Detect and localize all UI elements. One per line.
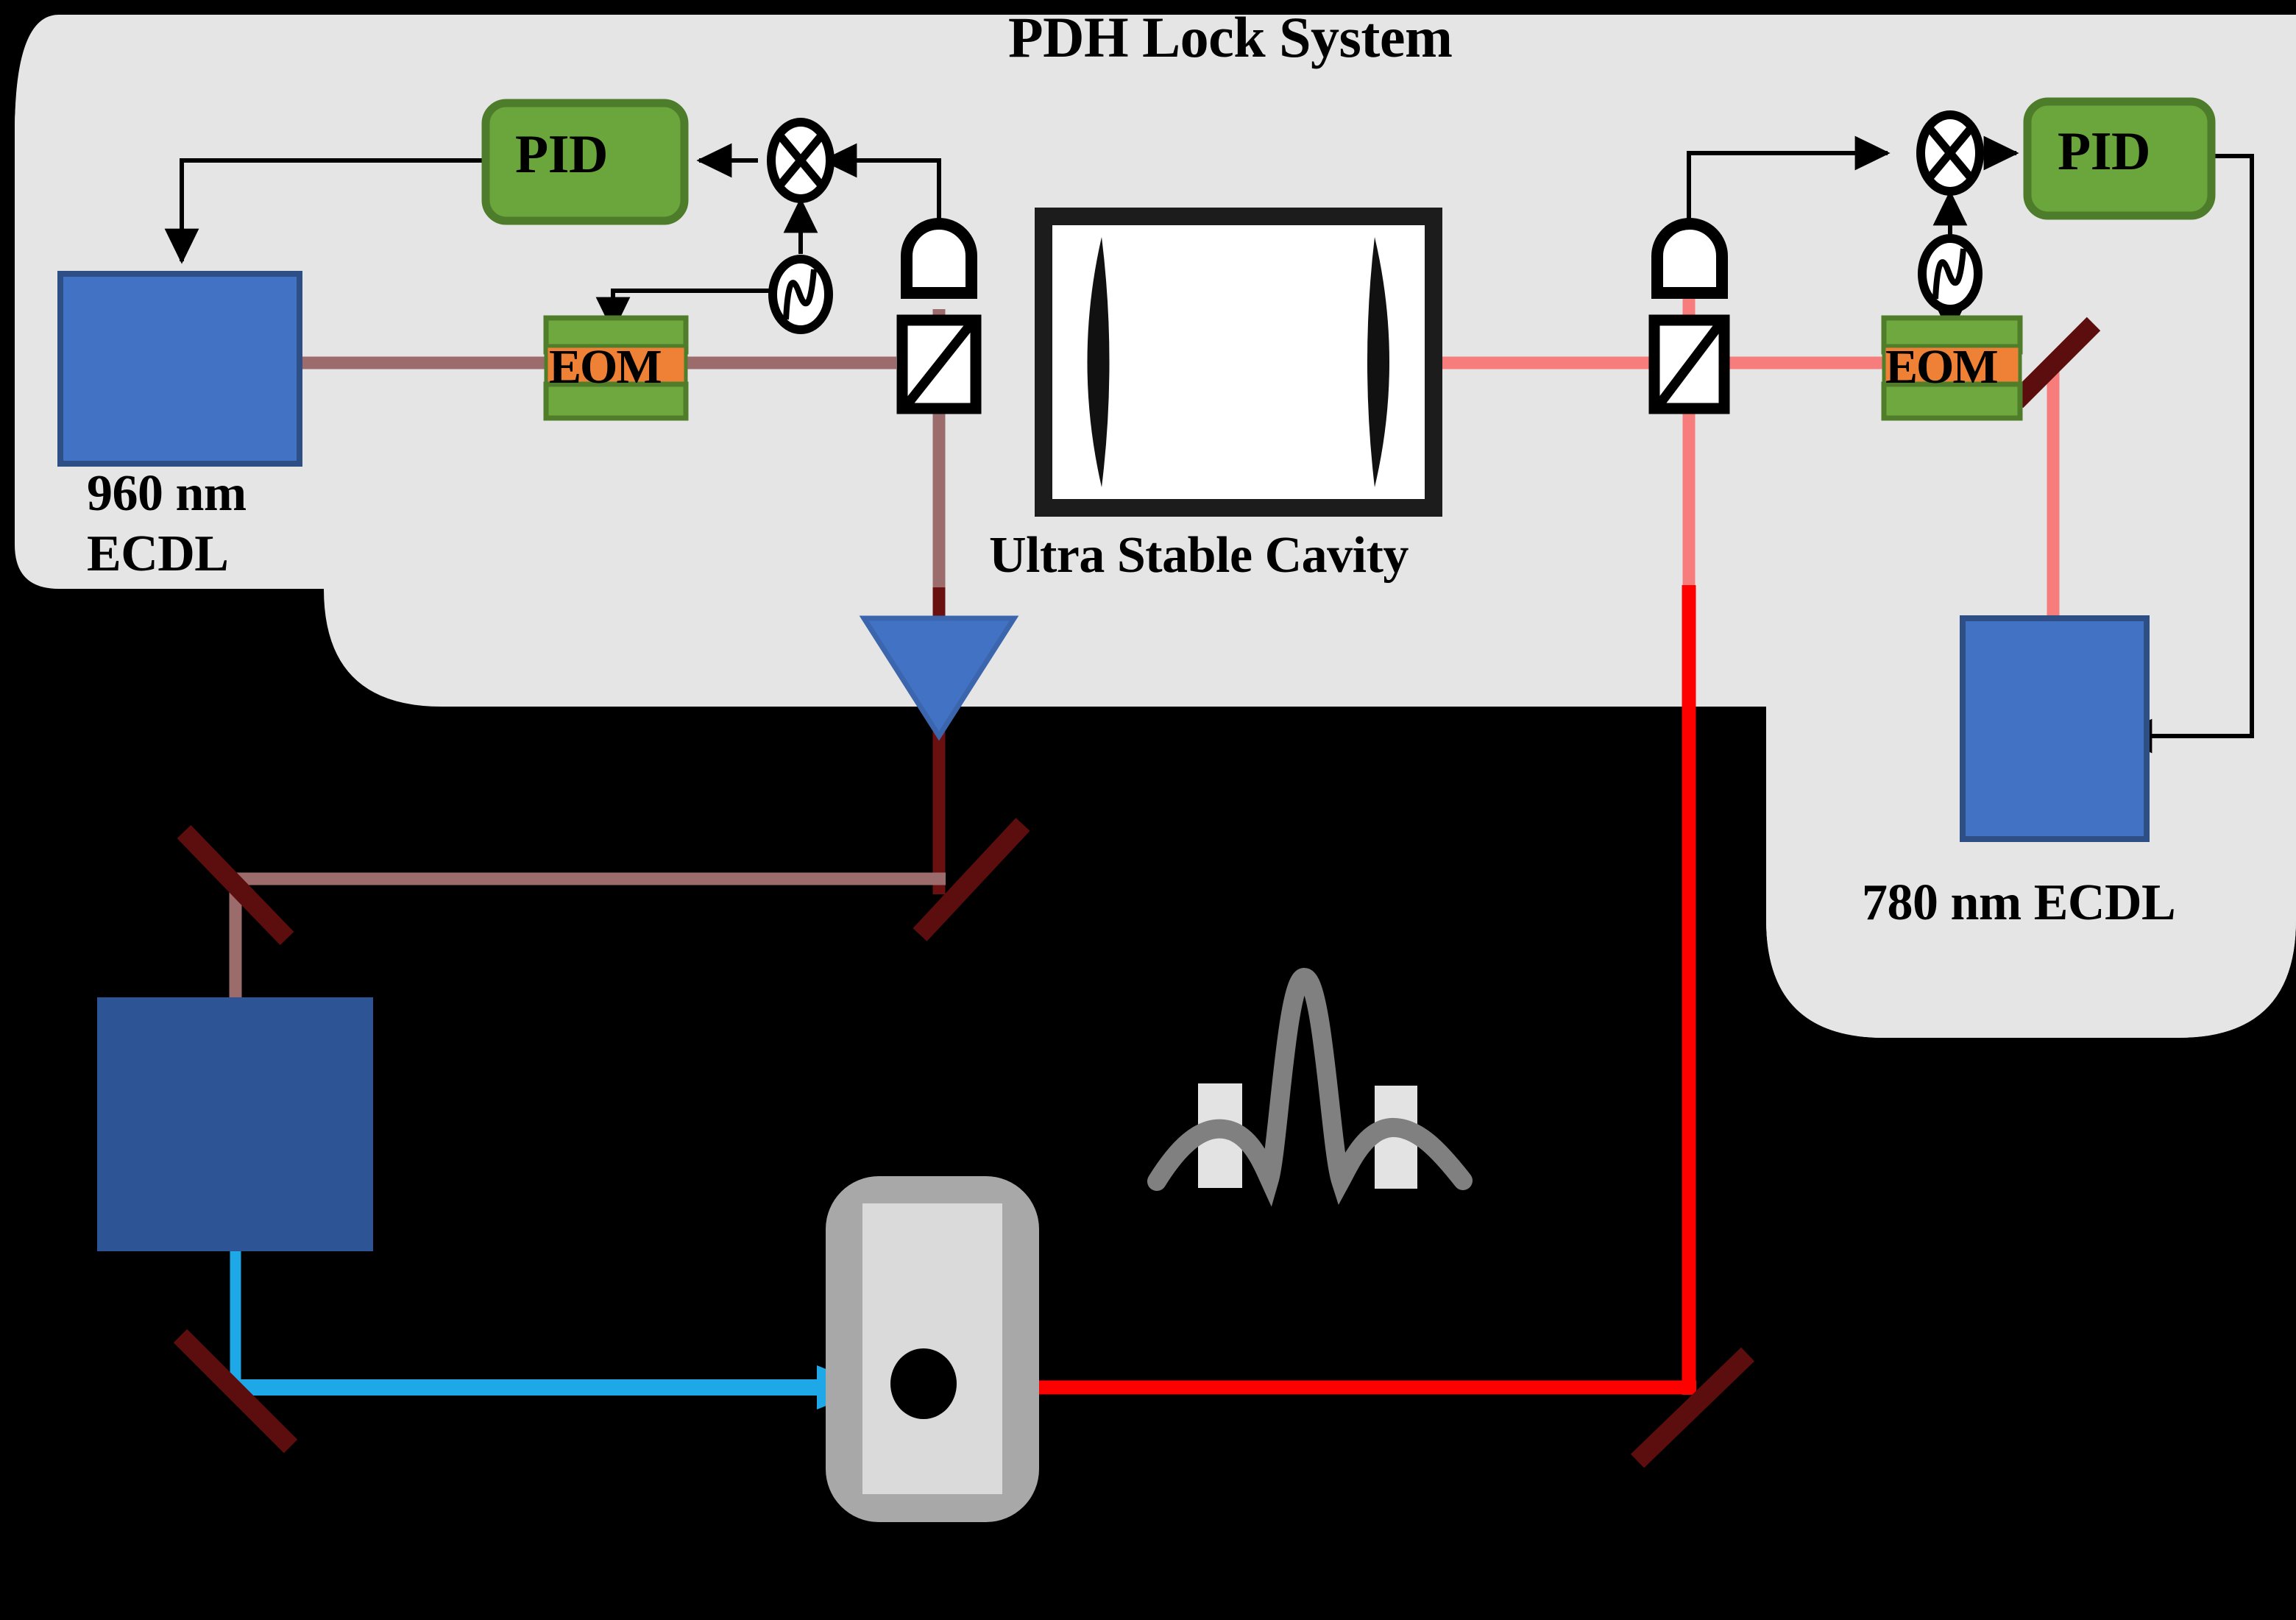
eom-780-label: EOM: [1885, 340, 1999, 394]
photodetector-780: [1651, 218, 1728, 299]
mixer-780: [1916, 110, 1984, 196]
pid-960-box[interactable]: [481, 99, 689, 225]
mixer-960: [767, 118, 835, 203]
pid-780-box[interactable]: [2023, 97, 2216, 220]
mirror-480-fold: [173, 1329, 298, 1454]
oscillator-960: [768, 255, 833, 334]
mirror-960-fold-right: [913, 818, 1030, 941]
pid-780-label: PID: [2058, 121, 2150, 182]
frequency-doubler-prism: [859, 615, 1019, 741]
beam-480nm: [230, 1251, 872, 1409]
eom-960-label: EOM: [549, 340, 662, 394]
page-title: PDH Lock System: [1008, 5, 1453, 69]
doubling-cavity-box: [97, 997, 373, 1251]
eom-780: [1881, 315, 2023, 421]
vapor-cell: [826, 1176, 1039, 1522]
mirror-780-fold-top: [2009, 316, 2101, 408]
mirrors: [173, 316, 2101, 1468]
oscillator-780: [1918, 234, 1983, 314]
pid-960-label: PID: [515, 124, 608, 185]
laser-960-label-line1: 960 nm: [87, 465, 247, 522]
laser-780nm-box: [1960, 615, 2150, 842]
pbs-780: [1648, 314, 1730, 414]
spectrum-signal: [1147, 968, 1473, 1207]
photodetector-960: [901, 218, 977, 299]
ultra-stable-cavity: [1035, 208, 1442, 517]
mirror-780-fold-bottom: [1630, 1347, 1755, 1468]
eom-960: [543, 315, 689, 421]
cavity-label: Ultra Stable Cavity: [989, 527, 1409, 584]
laser-780-label: 780 nm ECDL: [1862, 874, 2176, 931]
mirror-960-fold-left: [177, 824, 294, 946]
laser-960nm-box: [57, 271, 302, 467]
pbs-960: [896, 314, 982, 414]
laser-960-label-line2: ECDL: [87, 526, 229, 582]
